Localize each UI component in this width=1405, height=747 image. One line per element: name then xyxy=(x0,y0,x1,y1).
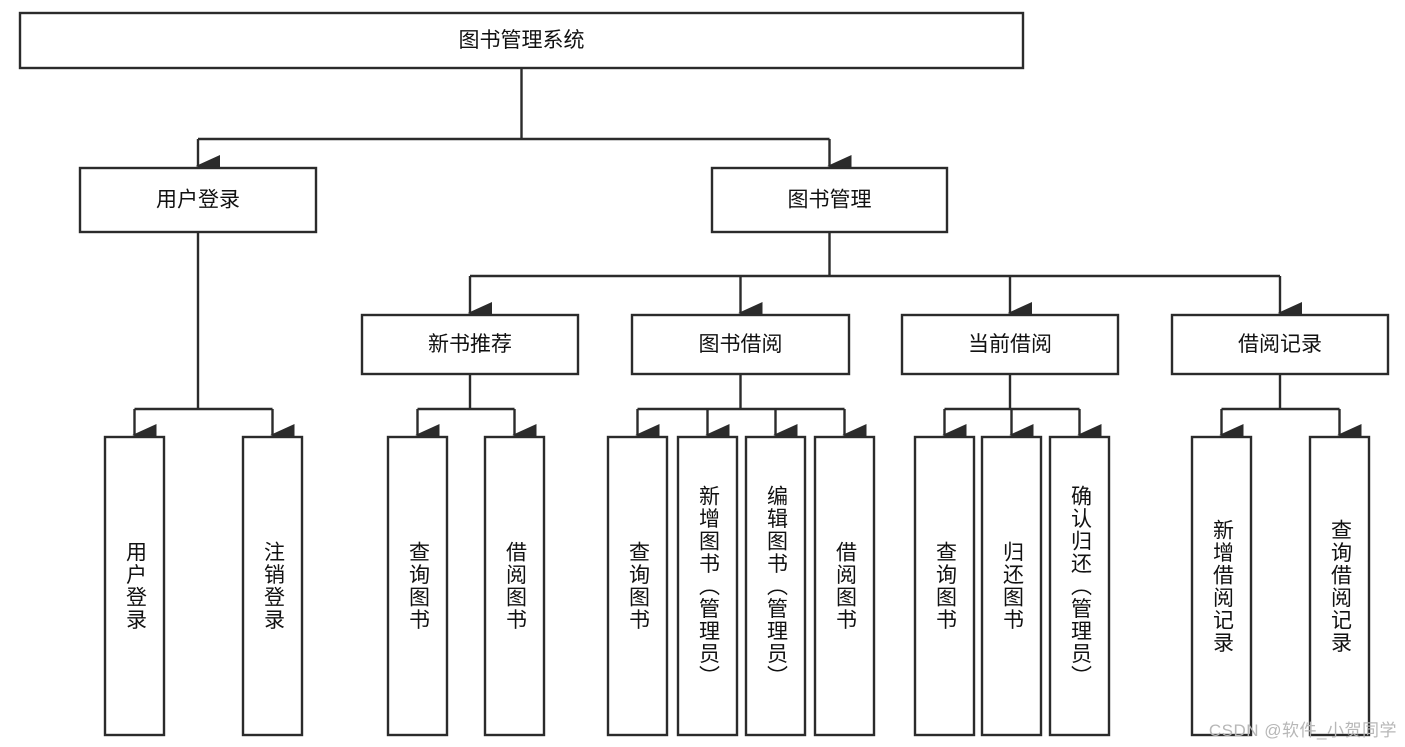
node-label-current-borrow: 当前借阅 xyxy=(968,333,1052,356)
node-new-book-recommend[interactable] xyxy=(360,313,580,376)
node-label-user-login: 用户登录 xyxy=(156,189,240,212)
connector-layer xyxy=(132,68,1362,446)
watermark-text: CSDN @软件_小贺同学 xyxy=(1208,721,1397,740)
node-label-new-book-recommend: 新书推荐 xyxy=(428,333,512,356)
node-leaf-user-login[interactable] xyxy=(103,435,166,737)
node-leaf-query-book-cb[interactable] xyxy=(913,435,976,737)
node-label-book-management: 图书管理 xyxy=(788,189,872,212)
node-leaf-add-book[interactable] xyxy=(676,435,739,737)
node-label-borrow-records: 借阅记录 xyxy=(1238,333,1322,356)
node-leaf-borrow-book-bb[interactable] xyxy=(813,435,876,737)
node-leaf-query-record[interactable] xyxy=(1308,435,1371,737)
node-leaf-query-book-bb[interactable] xyxy=(606,435,669,737)
node-leaf-confirm-return[interactable] xyxy=(1048,435,1111,737)
node-book-borrow[interactable] xyxy=(630,313,851,376)
node-box-layer xyxy=(18,11,1390,737)
node-leaf-edit-book[interactable] xyxy=(744,435,807,737)
node-root[interactable] xyxy=(18,11,1025,70)
node-current-borrow[interactable] xyxy=(900,313,1120,376)
node-leaf-user-logout[interactable] xyxy=(241,435,304,737)
node-label-book-borrow: 图书借阅 xyxy=(699,333,783,356)
node-leaf-add-record[interactable] xyxy=(1190,435,1253,737)
node-borrow-records[interactable] xyxy=(1170,313,1390,376)
node-book-management[interactable] xyxy=(710,166,949,234)
node-user-login[interactable] xyxy=(78,166,318,234)
node-leaf-return-book[interactable] xyxy=(980,435,1043,737)
node-leaf-query-book-rec[interactable] xyxy=(386,435,449,737)
node-leaf-borrow-book-rec[interactable] xyxy=(483,435,546,737)
node-label-root: 图书管理系统 xyxy=(459,29,585,52)
